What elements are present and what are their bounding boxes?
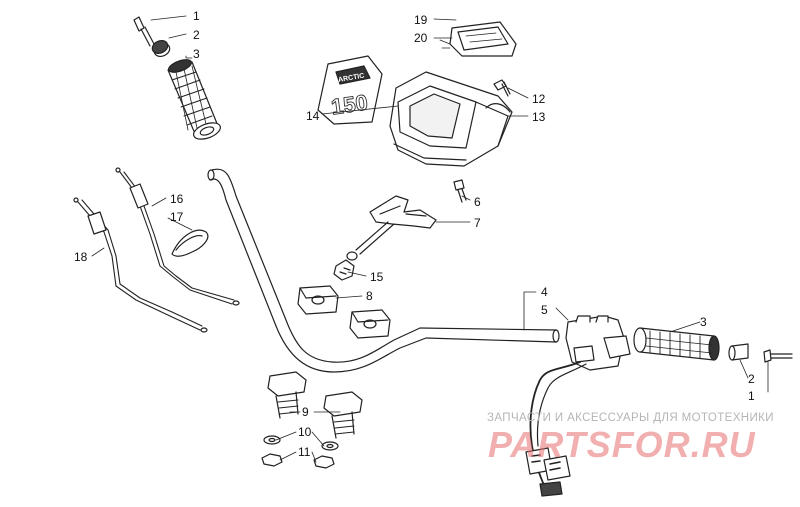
right-grip xyxy=(633,327,720,361)
callout-17: 17 xyxy=(170,210,184,224)
callout-3-top: 3 xyxy=(193,47,200,61)
upper-clamp-left xyxy=(297,285,339,315)
handlebar xyxy=(207,168,560,373)
callout-8: 8 xyxy=(366,289,373,303)
callout-1-top: 1 xyxy=(193,9,200,23)
callout-13: 13 xyxy=(532,110,546,124)
speedometer-gauge xyxy=(439,21,517,57)
callout-7: 7 xyxy=(474,216,481,230)
callout-11: 11 xyxy=(298,445,311,459)
pod-screw xyxy=(493,79,511,97)
callout-2-right: 2 xyxy=(748,372,755,386)
handlebar-pod-cover xyxy=(389,71,513,167)
watermark-tagline: ЗАПЧАСТИ И АКСЕССУАРЫ ДЛЯ МОТОТЕХНИКИ xyxy=(487,412,774,424)
nuts xyxy=(261,453,335,469)
throttle-switch-housing xyxy=(565,315,631,371)
callout-6: 6 xyxy=(474,195,481,209)
callout-2-top: 2 xyxy=(193,28,200,42)
decal-brand-text: ARCTIC xyxy=(338,73,365,84)
watermark-brand: PARTSFOR.RU xyxy=(488,424,756,465)
washers xyxy=(263,435,339,451)
callout-18: 18 xyxy=(74,250,88,264)
cable-strap xyxy=(171,229,209,257)
callout-16: 16 xyxy=(170,192,184,206)
riser-left xyxy=(267,371,307,419)
brake-cable xyxy=(115,167,240,306)
left-bar-end-cap xyxy=(151,39,171,58)
callout-4: 4 xyxy=(541,285,548,299)
throttle-cable xyxy=(73,197,208,333)
decal-model-text: 150 xyxy=(330,90,370,120)
leader-lines xyxy=(91,15,769,463)
riser-right xyxy=(323,391,363,439)
pod-mount-bolt xyxy=(453,179,467,203)
pod-mount-bracket xyxy=(346,195,437,261)
callout-9: 9 xyxy=(302,405,309,419)
right-bar-end-cap xyxy=(728,343,749,361)
pod-decal: ARCTIC 150 xyxy=(317,55,383,125)
callout-12: 12 xyxy=(532,92,546,106)
left-grip xyxy=(167,59,221,140)
callout-3-right: 3 xyxy=(700,315,707,329)
callout-5: 5 xyxy=(541,303,548,317)
callout-20: 20 xyxy=(414,31,428,45)
pod-nut xyxy=(333,259,355,281)
callout-1-right: 1 xyxy=(748,389,755,403)
left-grip-screw xyxy=(133,16,155,47)
callout-labels: 1 2 3 19 20 12 13 14 6 7 16 17 18 15 8 4… xyxy=(74,9,755,459)
callout-19: 19 xyxy=(414,13,428,27)
callout-14: 14 xyxy=(306,109,320,123)
callout-10: 10 xyxy=(298,425,312,439)
upper-clamp-right xyxy=(349,309,391,339)
right-grip-screw xyxy=(763,349,793,363)
switch-wiring-harness xyxy=(525,361,587,497)
callout-15: 15 xyxy=(370,270,384,284)
